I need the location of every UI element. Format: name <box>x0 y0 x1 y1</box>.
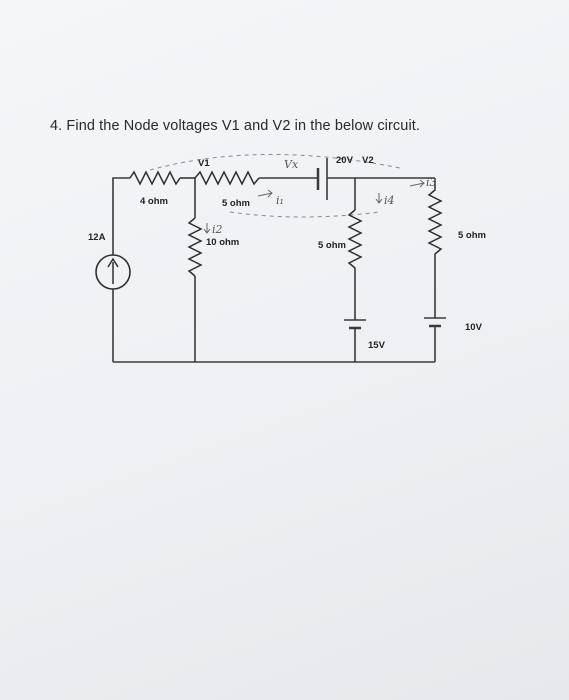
dashed-sketch-outline-2 <box>229 211 381 218</box>
resistor-10ohm <box>187 217 203 277</box>
resistor-5ohm-mid <box>347 209 363 280</box>
label-4ohm: 4 ohm <box>140 196 168 207</box>
label-12a: 12A <box>88 232 106 243</box>
label-20v: 20V <box>336 155 354 166</box>
handwritten-i4: i4 <box>384 194 395 207</box>
handwritten-i2: i2 <box>212 223 223 236</box>
wire-top-left <box>112 177 130 235</box>
arrow-down-icon <box>203 223 211 234</box>
arrow-up-icon <box>107 257 119 268</box>
label-v2: V2 <box>362 155 374 166</box>
label-5ohm-mid: 5 ohm <box>318 240 346 251</box>
dashed-sketch-outline <box>149 154 401 171</box>
question-text: 4. Find the Node voltages V1 and V2 in t… <box>50 118 421 134</box>
handwritten-vx: Vx <box>284 158 299 171</box>
label-10v: 10V <box>465 322 483 333</box>
label-15v: 15V <box>368 340 386 351</box>
label-10ohm: 10 ohm <box>206 237 239 248</box>
resistor-4ohm <box>129 170 181 186</box>
label-5ohm-top: 5 ohm <box>222 198 250 209</box>
arrow-right-icon <box>409 179 425 188</box>
handwritten-i3: i3 <box>426 176 437 189</box>
arrow-down-icon <box>375 193 383 204</box>
label-5ohm-right: 5 ohm <box>458 230 486 241</box>
resistor-5ohm-top <box>194 170 260 186</box>
label-v1: V1 <box>198 158 210 169</box>
handwritten-i1: i₁ <box>276 194 284 207</box>
resistor-5ohm-right <box>427 178 443 265</box>
arrow-right-icon <box>257 189 273 198</box>
